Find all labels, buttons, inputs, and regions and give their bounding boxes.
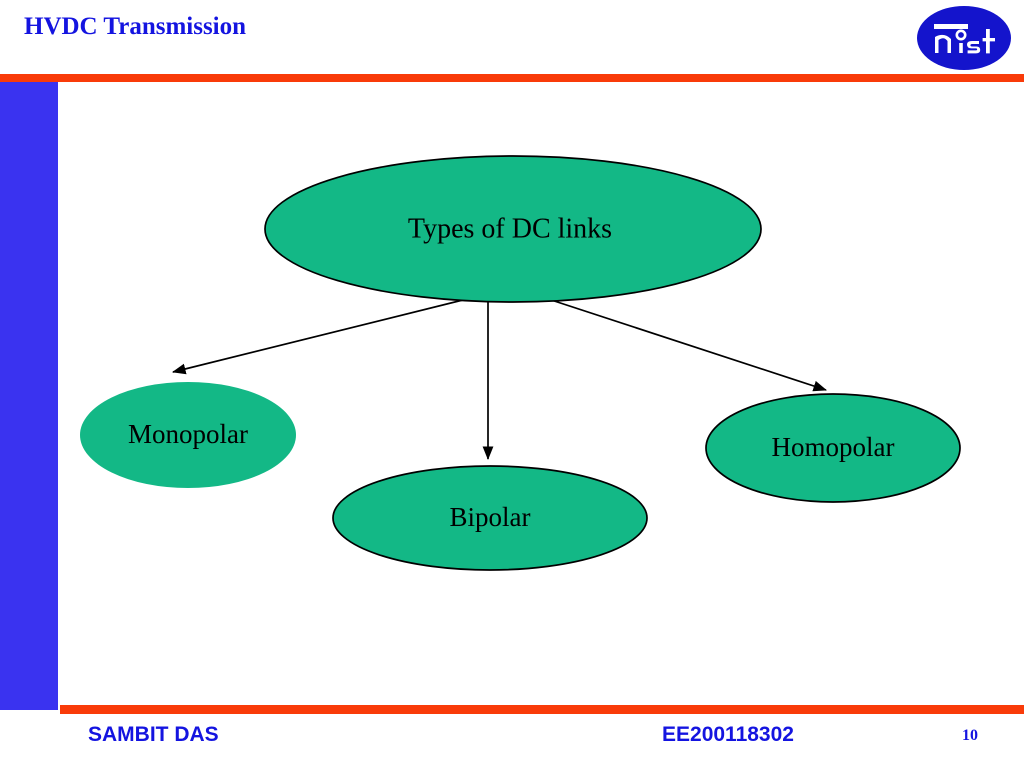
nist-logo-letter-t bbox=[982, 29, 995, 54]
footer-divider-rule bbox=[60, 705, 1024, 714]
node-root-label: Types of DC links bbox=[408, 213, 612, 244]
nist-logo-letter-s bbox=[967, 41, 981, 54]
node-bipolar[interactable]: Bipolar bbox=[332, 465, 648, 571]
node-monopolar[interactable]: Monopolar bbox=[80, 382, 296, 488]
node-homopolar[interactable]: Homopolar bbox=[705, 393, 961, 503]
sidebar: Technical Seminar Presentation bbox=[0, 82, 58, 710]
node-monopolar-ellipse[interactable] bbox=[80, 382, 296, 488]
nist-logo bbox=[916, 5, 1012, 71]
footer-course-code: EE200118302 bbox=[662, 723, 794, 746]
nist-logo-letter-n bbox=[935, 37, 939, 53]
edge-root-homopolar bbox=[538, 295, 827, 392]
node-homopolar-ellipse[interactable] bbox=[705, 393, 961, 503]
nist-logo-i-dot bbox=[955, 29, 967, 41]
footer-page-number: 10 bbox=[962, 727, 978, 744]
nist-logo-overbar bbox=[934, 24, 968, 29]
page-title: HVDC Transmission bbox=[24, 13, 247, 40]
dc-links-diagram: Monopolar Bipolar Homopolar Types of DC … bbox=[58, 82, 1024, 705]
node-monopolar-label: Monopolar bbox=[128, 419, 248, 449]
footer-author: SAMBIT DAS bbox=[88, 723, 219, 746]
nist-logo-graphic bbox=[917, 6, 1011, 70]
diagram-edges bbox=[172, 294, 827, 461]
nist-logo-letter-i bbox=[959, 43, 963, 53]
node-bipolar-label: Bipolar bbox=[450, 502, 531, 532]
node-root-ellipse[interactable] bbox=[264, 155, 762, 303]
edge-root-monopolar bbox=[172, 294, 484, 375]
node-types-of-dc-links[interactable]: Types of DC links bbox=[264, 155, 762, 303]
header-divider-rule bbox=[0, 74, 1024, 82]
node-bipolar-ellipse[interactable] bbox=[332, 465, 648, 571]
nist-logo-letter-n-arch bbox=[935, 34, 951, 53]
dc-links-diagram-svg: Monopolar Bipolar Homopolar Types of DC … bbox=[80, 155, 961, 571]
node-homopolar-label: Homopolar bbox=[772, 432, 895, 462]
